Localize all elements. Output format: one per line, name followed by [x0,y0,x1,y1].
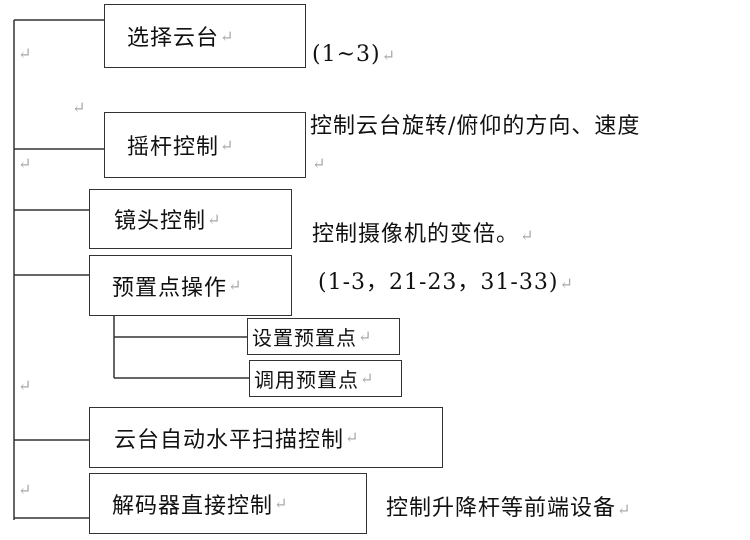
return-mark: ↵ [72,98,86,117]
lens-desc-note: 控制摄像机的变倍。↵ [312,216,534,248]
recall-preset-label: 调用预置点 [254,368,359,392]
lens-control-box: 镜头控制↵ [89,189,292,249]
return-mark: ↵ [345,428,360,447]
return-mark: ↵ [520,226,535,245]
return-mark: ↵ [312,154,326,173]
lens-desc-text: 控制摄像机的变倍。 [312,222,520,247]
return-mark: ↵ [228,276,243,295]
preset-range-text: (1-3，21-23，31-33) [318,270,559,295]
joystick-control-box: 摇杆控制↵ [104,112,306,178]
decoder-direct-control-label: 解码器直接控制 [112,493,274,519]
preset-range-note: (1-3，21-23，31-33)↵ [318,264,574,296]
preset-operation-box: 预置点操作↵ [89,255,292,316]
return-mark: ↵ [358,327,373,346]
select-pan-tilt-label: 选择云台 [127,26,220,51]
lens-control-label: 镜头控制 [114,209,207,234]
set-preset-box: 设置预置点↵ [247,318,400,355]
return-mark: ↵ [559,274,574,293]
return-mark: ↵ [18,154,32,173]
return-mark: ↵ [274,494,289,513]
decoder-desc-note: 控制升降杆等前端设备↵ [386,490,631,522]
return-mark: ↵ [360,369,375,388]
auto-horizontal-scan-label: 云台自动水平扫描控制 [114,427,345,453]
return-mark: ↵ [18,376,32,395]
set-preset-label: 设置预置点 [252,326,357,350]
joystick-control-label: 摇杆控制 [127,135,220,160]
decoder-direct-control-box: 解码器直接控制↵ [89,473,367,534]
return-mark: ↵ [381,46,396,65]
select-range-text: (1~3) [312,42,381,67]
return-mark: ↵ [18,480,32,499]
decoder-desc-text: 控制升降杆等前端设备 [386,496,617,521]
return-mark: ↵ [207,209,222,229]
preset-operation-label: 预置点操作 [112,275,228,301]
return-mark: ↵ [617,500,632,519]
joystick-desc-text: 控制云台旋转/俯仰的方向、速度 [310,114,641,139]
joystick-desc-note: 控制云台旋转/俯仰的方向、速度 [310,108,750,140]
return-mark: ↵ [18,44,32,63]
recall-preset-box: 调用预置点↵ [249,360,402,397]
return-mark: ↵ [220,26,235,46]
return-mark: ↵ [220,135,235,155]
select-pan-tilt-box: 选择云台↵ [104,4,306,68]
select-range-note: (1~3)↵ [312,42,396,67]
auto-horizontal-scan-box: 云台自动水平扫描控制↵ [89,407,443,468]
